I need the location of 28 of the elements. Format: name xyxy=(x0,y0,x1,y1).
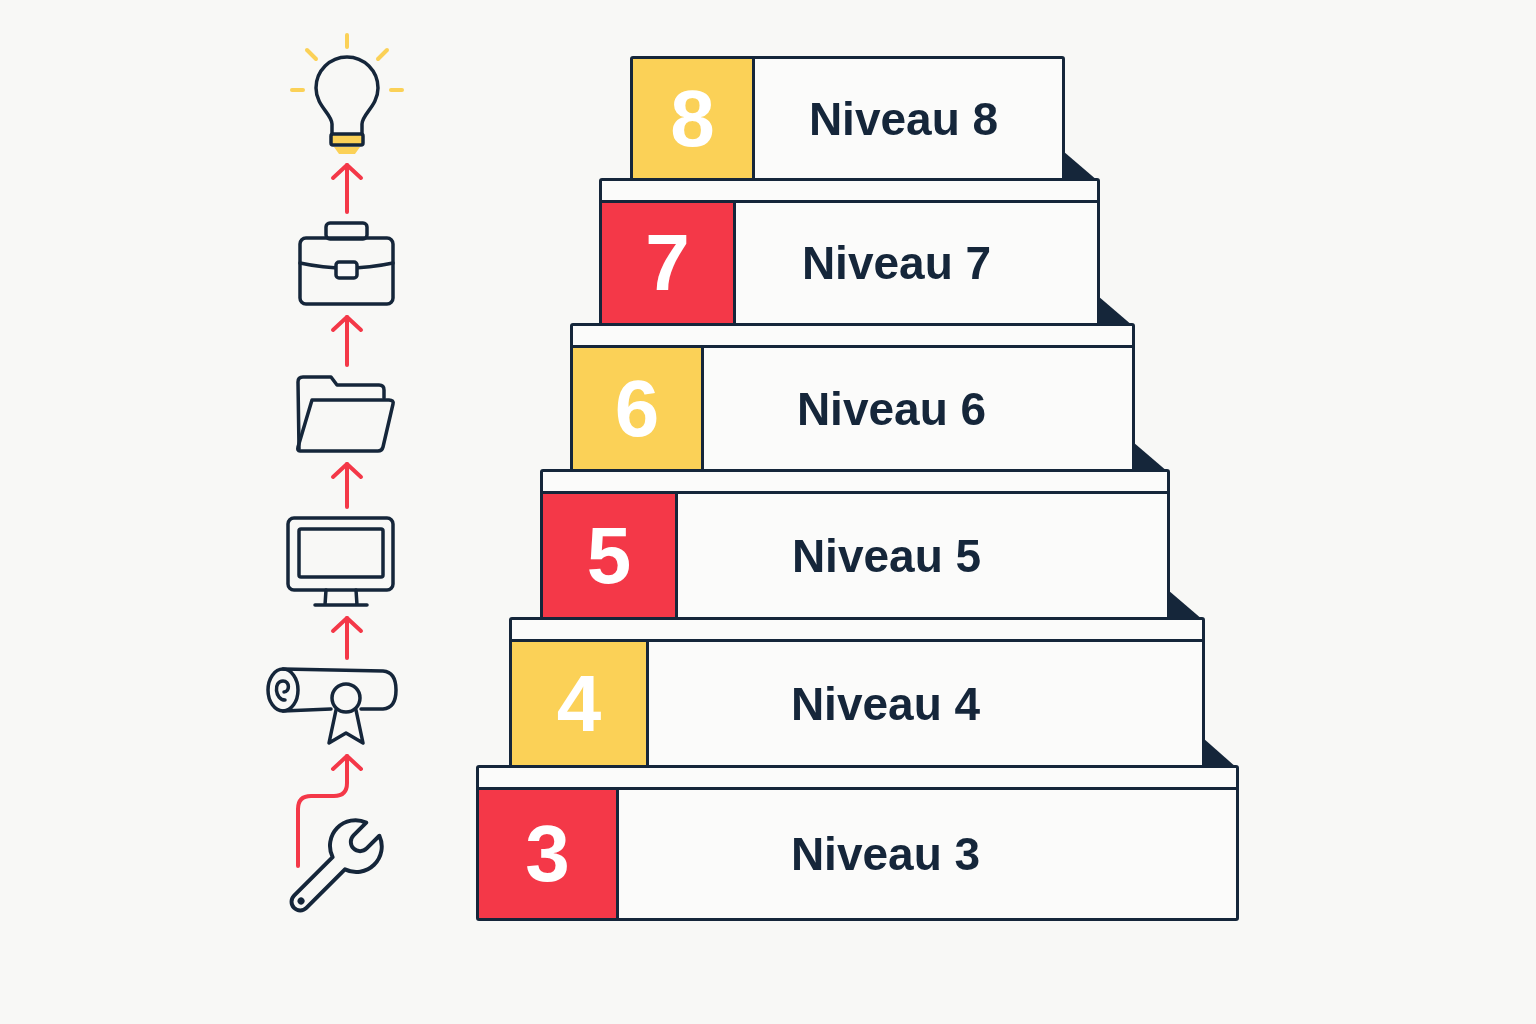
step-label: Niveau 3 xyxy=(790,831,981,877)
step-box xyxy=(599,178,1100,326)
step-number: 3 xyxy=(525,814,570,894)
step-number: 7 xyxy=(645,223,690,303)
step-number: 4 xyxy=(556,663,602,744)
arrow xyxy=(331,163,363,214)
monitor-icon xyxy=(286,515,395,609)
arrow xyxy=(331,462,363,509)
arrow xyxy=(296,754,363,868)
step-label: Niveau 8 xyxy=(808,95,999,142)
step-number: 6 xyxy=(614,368,660,449)
diploma-icon xyxy=(266,666,398,747)
folder-icon xyxy=(294,373,397,455)
step-box xyxy=(570,323,1135,472)
step-box xyxy=(509,617,1205,768)
step-label: Niveau 5 xyxy=(791,532,982,579)
step-label: Niveau 7 xyxy=(801,240,992,286)
briefcase-icon xyxy=(297,220,396,308)
lightbulb-icon xyxy=(288,32,406,156)
arrow xyxy=(331,315,363,367)
step-number: 8 xyxy=(670,78,715,159)
step-number: 5 xyxy=(586,515,632,596)
step-label: Niveau 6 xyxy=(796,385,987,432)
step-label: Niveau 4 xyxy=(790,680,981,727)
step-box xyxy=(540,469,1170,620)
arrow xyxy=(331,616,363,660)
step-box xyxy=(476,765,1239,921)
step-box xyxy=(630,56,1065,181)
